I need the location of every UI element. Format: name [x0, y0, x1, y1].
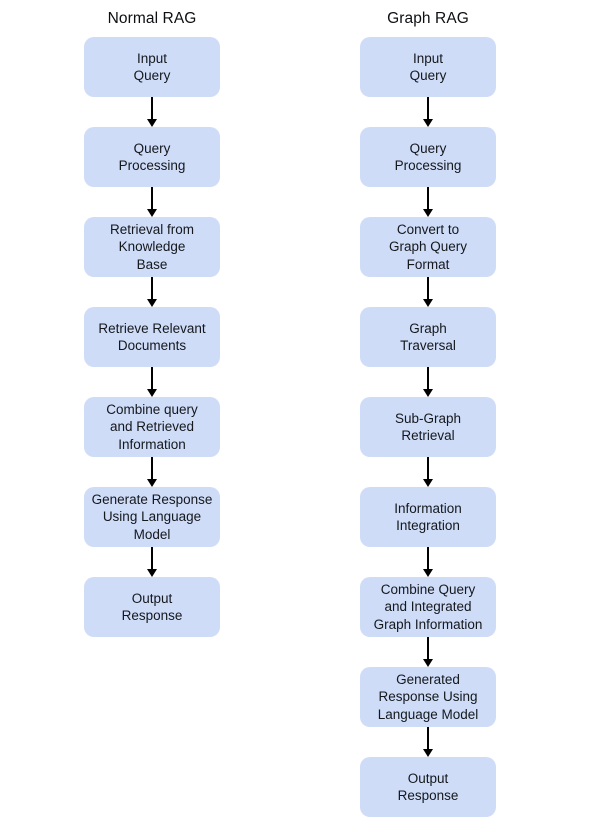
arrow-down-icon	[421, 367, 435, 397]
flow-node-convert-to-graph-query-format: Convert to Graph Query Format	[360, 217, 496, 277]
flow-node-label: Output Response	[121, 590, 183, 624]
flow-node-retrieve-relevant-documents: Retrieve Relevant Documents	[84, 307, 220, 367]
flow-node-label: Query Processing	[118, 140, 186, 174]
column-graph-rag: Graph RAG Input Query Query Processing C…	[360, 0, 496, 817]
flow-node-label: Graph Traversal	[400, 320, 456, 354]
arrow-down-icon	[421, 547, 435, 577]
flow-node-input-query: Input Query	[84, 37, 220, 97]
flow-node-retrieval-from-knowledge-base: Retrieval from Knowledge Base	[84, 217, 220, 277]
arrow-down-icon	[421, 187, 435, 217]
flow-node-label: Retrieval from Knowledge Base	[109, 221, 195, 272]
flow-node-sub-graph-retrieval: Sub-Graph Retrieval	[360, 397, 496, 457]
arrow-down-icon	[145, 367, 159, 397]
flow-node-information-integration: Information Integration	[360, 487, 496, 547]
flow-node-label: Information Integration	[394, 500, 462, 534]
column-normal-rag: Normal RAG Input Query Query Processing …	[84, 0, 220, 637]
flow-node-label: Output Response	[397, 770, 459, 804]
flow-node-graph-traversal: Graph Traversal	[360, 307, 496, 367]
flow-node-label: Combine query and Retrieved Information	[106, 401, 198, 452]
flow-node-label: Generate Response Using Language Model	[91, 491, 213, 542]
arrow-down-icon	[421, 637, 435, 667]
arrow-down-icon	[421, 727, 435, 757]
flow-node-label: Input Query	[409, 50, 447, 84]
arrow-down-icon	[421, 277, 435, 307]
flow-node-generate-response-language-model: Generate Response Using Language Model	[84, 487, 220, 547]
arrow-down-icon	[421, 457, 435, 487]
flow-node-output-response: Output Response	[84, 577, 220, 637]
flow-node-label: Generated Response Using Language Model	[377, 671, 479, 722]
arrow-down-icon	[145, 277, 159, 307]
flow-node-input-query: Input Query	[360, 37, 496, 97]
flow-node-combine-query-retrieved-info: Combine query and Retrieved Information	[84, 397, 220, 457]
flow-node-label: Sub-Graph Retrieval	[394, 410, 462, 444]
flow-node-query-processing: Query Processing	[360, 127, 496, 187]
flow-node-output-response: Output Response	[360, 757, 496, 817]
flow-node-label: Convert to Graph Query Format	[388, 221, 468, 272]
flow-node-label: Input Query	[133, 50, 171, 84]
arrow-down-icon	[145, 97, 159, 127]
arrow-down-icon	[145, 457, 159, 487]
column-title-graph-rag: Graph RAG	[387, 9, 469, 27]
arrow-down-icon	[145, 547, 159, 577]
flow-node-label: Retrieve Relevant Documents	[98, 320, 206, 354]
column-title-normal-rag: Normal RAG	[107, 9, 197, 27]
flow-node-generated-response-language-model: Generated Response Using Language Model	[360, 667, 496, 727]
flow-node-label: Query Processing	[394, 140, 462, 174]
arrow-down-icon	[145, 187, 159, 217]
flow-node-label: Combine Query and Integrated Graph Infor…	[373, 581, 483, 632]
flow-node-query-processing: Query Processing	[84, 127, 220, 187]
arrow-down-icon	[421, 97, 435, 127]
flow-node-combine-query-integrated-graph-info: Combine Query and Integrated Graph Infor…	[360, 577, 496, 637]
